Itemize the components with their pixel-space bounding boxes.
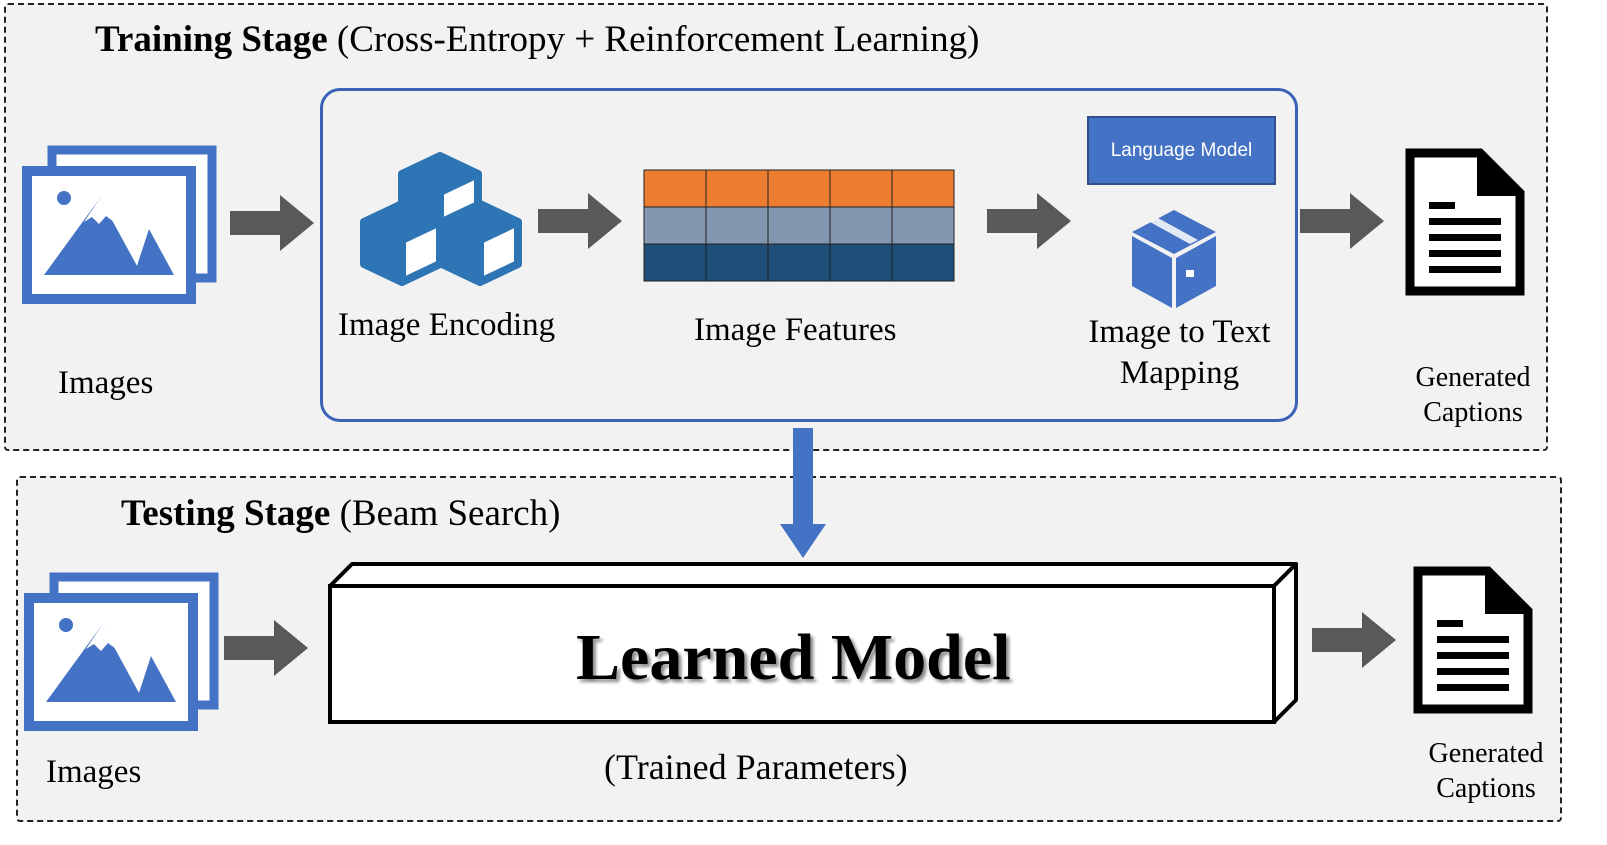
training-captions-label: Generated Captions [1415, 362, 1531, 428]
images-icon [24, 572, 219, 731]
image-to-text-mapping-label: Image to Text Mapping [1088, 314, 1271, 392]
arrow-right-icon [1312, 612, 1396, 668]
testing-images-label: Images [46, 754, 142, 790]
image-encoding-label: Image Encoding [338, 307, 556, 343]
document-icon [1405, 148, 1525, 296]
document-icon [1413, 566, 1533, 714]
images-icon [22, 145, 217, 304]
arrow-right-icon [224, 620, 308, 676]
trained-parameters-label: (Trained Parameters) [604, 747, 908, 787]
arrow-right-icon [987, 193, 1071, 249]
package-icon [1132, 210, 1216, 308]
learned-model-title: Learned Model [576, 621, 1011, 694]
arrow-right-icon [230, 195, 314, 251]
cubes-icon [360, 152, 522, 286]
testing-stage-title: Testing Stage (Beam Search) [121, 493, 561, 534]
language-model-box: Language Model [1087, 116, 1276, 185]
training-stage-title: Training Stage (Cross-Entropy + Reinforc… [95, 19, 980, 60]
arrow-down-icon [780, 428, 826, 558]
image-features-label: Image Features [694, 312, 897, 348]
testing-captions-label: Generated Captions [1428, 738, 1544, 804]
image-features-grid [643, 169, 955, 282]
training-images-label: Images [58, 365, 154, 401]
arrow-right-icon [1300, 193, 1384, 249]
arrow-right-icon [538, 193, 622, 249]
learned-model-box [328, 562, 1298, 724]
